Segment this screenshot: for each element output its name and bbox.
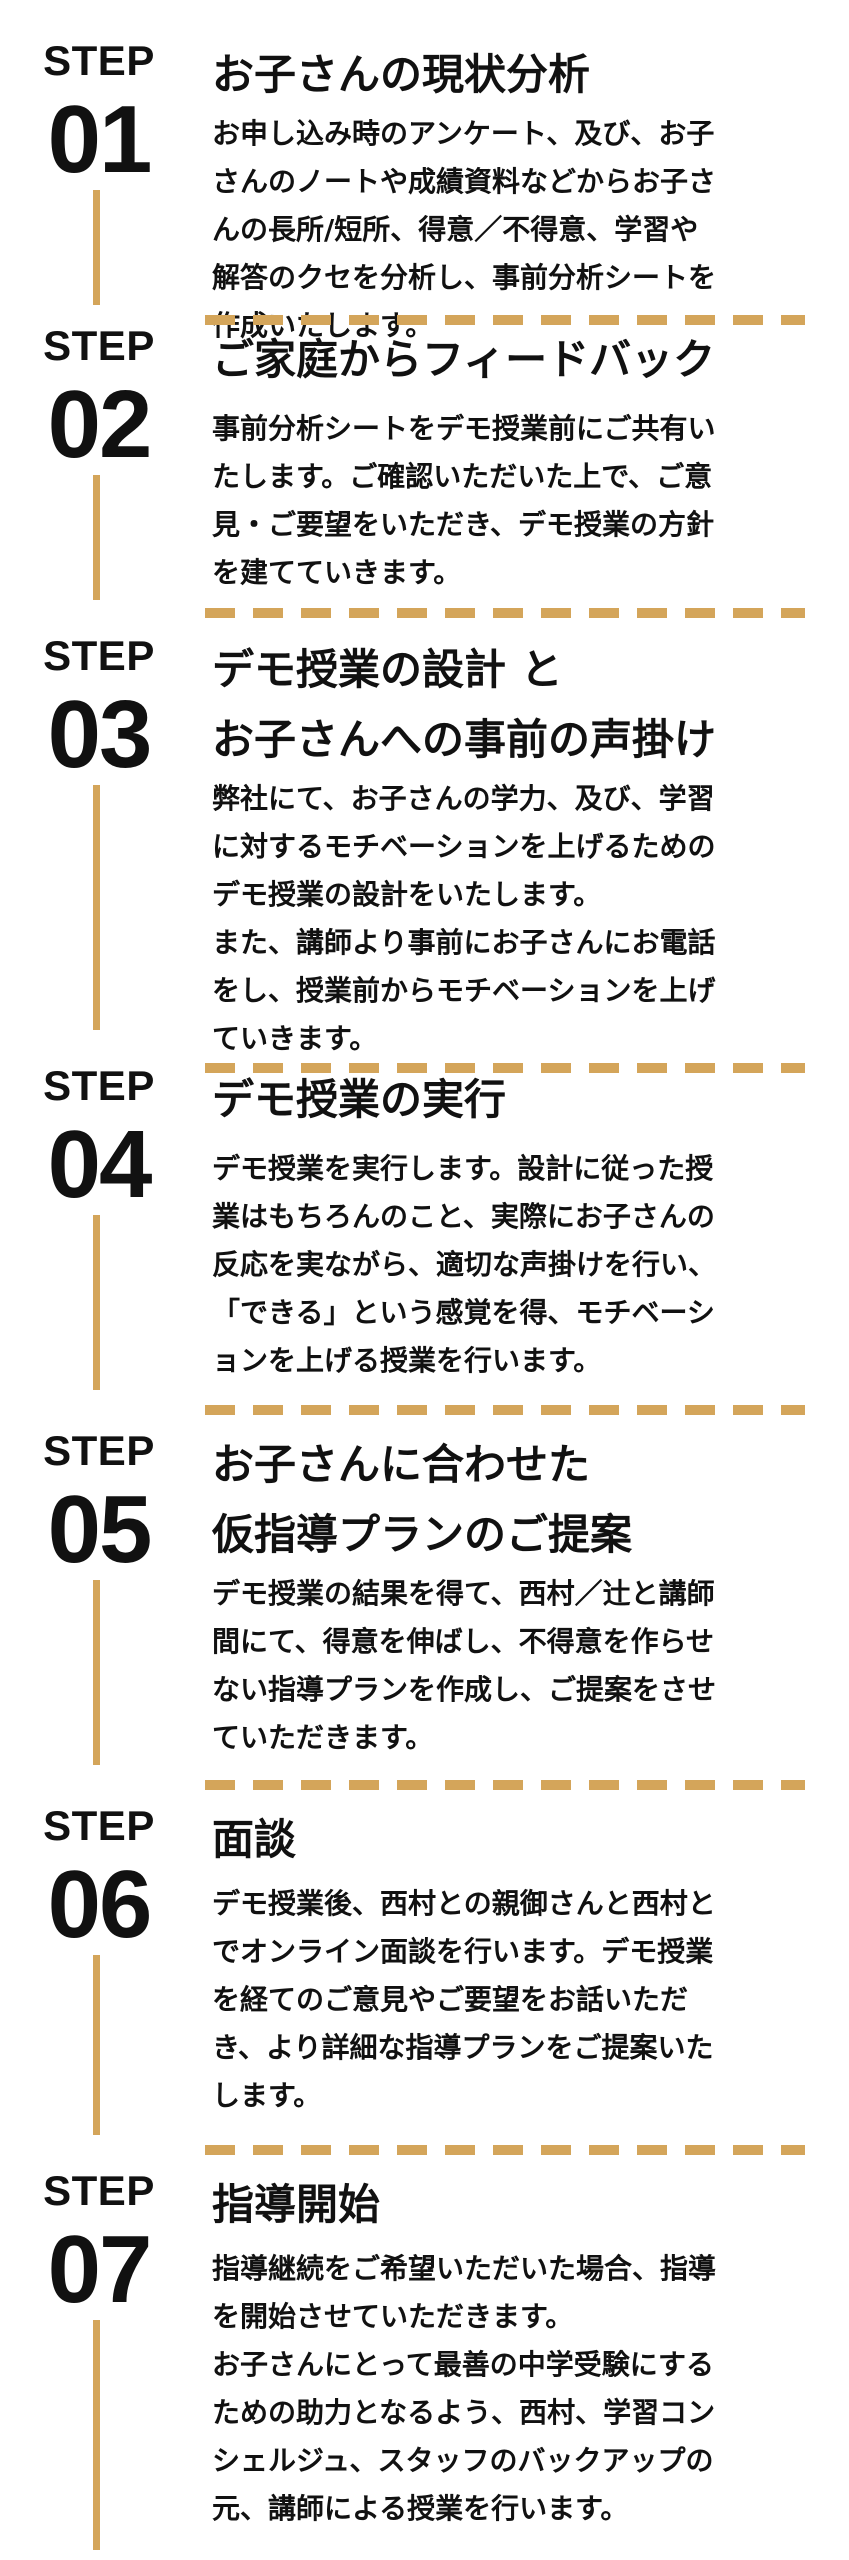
step-number: 01: [47, 86, 153, 193]
step-description-line: を開始させていただきます。: [212, 2300, 574, 2333]
step-description-line: また、講師より事前にお子さんにお電話: [212, 926, 716, 959]
step-description-line: デモ授業後、西村との親御さんと西村と: [212, 1887, 716, 1920]
step-description-line: さんのノートや成績資料などからお子さ: [212, 165, 717, 198]
step-description: 弊社にて、お子さんの学力、及び、学習に対するモチベーションを上げるためのデモ授業…: [212, 775, 812, 1063]
step-description-line: 事前分析シートをデモ授業前にご共有い: [212, 412, 716, 445]
step-description-line: 業はもちろんのこと、実際にお子さんの: [212, 1200, 715, 1233]
step-description-line: 元、講師による授業を行います。: [212, 2492, 629, 2525]
step-label: STEP: [43, 37, 155, 84]
step-title: デモ授業の設計 と: [212, 645, 563, 694]
step-description-line: シェルジュ、スタッフのバックアップの: [212, 2444, 714, 2477]
step-description-line: ョンを上げる授業を行います。: [212, 1344, 602, 1377]
step-description-line: ていきます。: [212, 1022, 378, 1055]
step-description-line: に対するモチベーションを上げるための: [212, 830, 716, 863]
step-description-line: 「できる」という感覚を得、モチベーシ: [212, 1296, 715, 1329]
step-number: 03: [47, 681, 153, 788]
step-title: デモ授業の実行: [212, 1075, 507, 1124]
step-connector-line: [93, 2320, 100, 2550]
step-number: 05: [47, 1476, 153, 1583]
step-label: STEP: [43, 1427, 155, 1474]
dashed-divider: [205, 1405, 805, 1415]
step-description: お申し込み時のアンケート、及び、お子さんのノートや成績資料などからお子さんの長所…: [212, 110, 812, 350]
step-number: 04: [47, 1111, 153, 1218]
step-description-line: たします。ご確認いただいた上で、ご意: [212, 460, 713, 493]
step-description-line: 見・ご要望をいただき、デモ授業の方針: [212, 508, 715, 541]
step-description-line: 反応を実ながら、適切な声掛けを行い、: [212, 1248, 717, 1281]
step-description-line: でオンライン面談を行います。デモ授業: [212, 1935, 714, 1968]
step-label: STEP: [43, 1062, 155, 1109]
step-number: 07: [47, 2216, 153, 2323]
dashed-divider: [205, 315, 805, 325]
dashed-divider: [205, 608, 805, 618]
step-description-line: 間にて、得意を伸ばし、不得意を作らせ: [212, 1625, 715, 1658]
step-description: 指導継続をご希望いただいた場合、指導を開始させていただきます。お子さんにとって最…: [212, 2245, 812, 2533]
step-description: デモ授業を実行します。設計に従った授業はもちろんのこと、実際にお子さんの反応を実…: [212, 1145, 812, 1385]
step-description: 事前分析シートをデモ授業前にご共有いたします。ご確認いただいた上で、ご意見・ご要…: [212, 405, 812, 597]
step-description-line: デモ授業の設計をいたします。: [212, 878, 602, 911]
step-description-line: を経てのご意見やご要望をお話いただ: [212, 1983, 689, 2016]
step-title: お子さんの現状分析: [212, 50, 591, 99]
step-description-line: んの長所/短所、得意／不得意、学習や: [212, 213, 699, 246]
step-description-line: 解答のクセを分析し、事前分析シートを: [212, 261, 717, 294]
step-connector-line: [93, 1580, 100, 1765]
step-description-line: します。: [212, 2079, 322, 2112]
step-description-line: お子さんにとって最善の中学受験にする: [212, 2348, 715, 2381]
step-description-line: 指導継続をご希望いただいた場合、指導: [212, 2252, 717, 2285]
step-description-line: ない指導プランを作成し、ご提案をさせ: [212, 1673, 717, 1706]
step-connector-line: [93, 785, 100, 1030]
step-description-line: 弊社にて、お子さんの学力、及び、学習: [212, 782, 715, 815]
step-description-line: デモ授業を実行します。設計に従った授: [212, 1152, 714, 1185]
step-description-line: お申し込み時のアンケート、及び、お子: [212, 117, 715, 150]
step-description-line: ていただきます。: [212, 1721, 434, 1754]
dashed-divider: [205, 1780, 805, 1790]
dashed-divider: [205, 2145, 805, 2155]
step-title: 仮指導プランのご提案: [212, 1510, 633, 1559]
step-label: STEP: [43, 2167, 155, 2214]
step-label: STEP: [43, 322, 155, 369]
step-description-line: 作成いたします。: [212, 309, 434, 342]
step-description: デモ授業の結果を得て、西村／辻と講師間にて、得意を伸ばし、不得意を作らせない指導…: [212, 1570, 812, 1762]
step-title: 面談: [212, 1815, 297, 1864]
step-connector-line: [93, 1215, 100, 1390]
step-title: お子さんに合わせた: [212, 1440, 591, 1489]
step-description-line: き、より詳細な指導プランをご提案いた: [212, 2031, 714, 2064]
step-description-line: デモ授業の結果を得て、西村／辻と講師: [212, 1577, 715, 1610]
step-label: STEP: [43, 632, 155, 679]
step-connector-line: [93, 1955, 100, 2135]
dashed-divider: [205, 1063, 805, 1073]
step-number: 06: [47, 1851, 153, 1958]
step-label: STEP: [43, 1802, 155, 1849]
step-title: ご家庭からフィードバック: [212, 335, 716, 384]
step-description-line: ための助力となるよう、西村、学習コン: [212, 2396, 716, 2429]
step-description-line: を建てていきます。: [212, 556, 462, 589]
step-description-line: をし、授業前からモチベーションを上げ: [212, 974, 716, 1007]
step-description: デモ授業後、西村との親御さんと西村とでオンライン面談を行います。デモ授業を経ての…: [212, 1880, 812, 2120]
step-connector-line: [93, 475, 100, 600]
step-title: お子さんへの事前の声掛け: [212, 715, 717, 764]
step-connector-line: [93, 190, 100, 305]
step-number: 02: [47, 371, 153, 478]
step-title: 指導開始: [212, 2180, 381, 2229]
